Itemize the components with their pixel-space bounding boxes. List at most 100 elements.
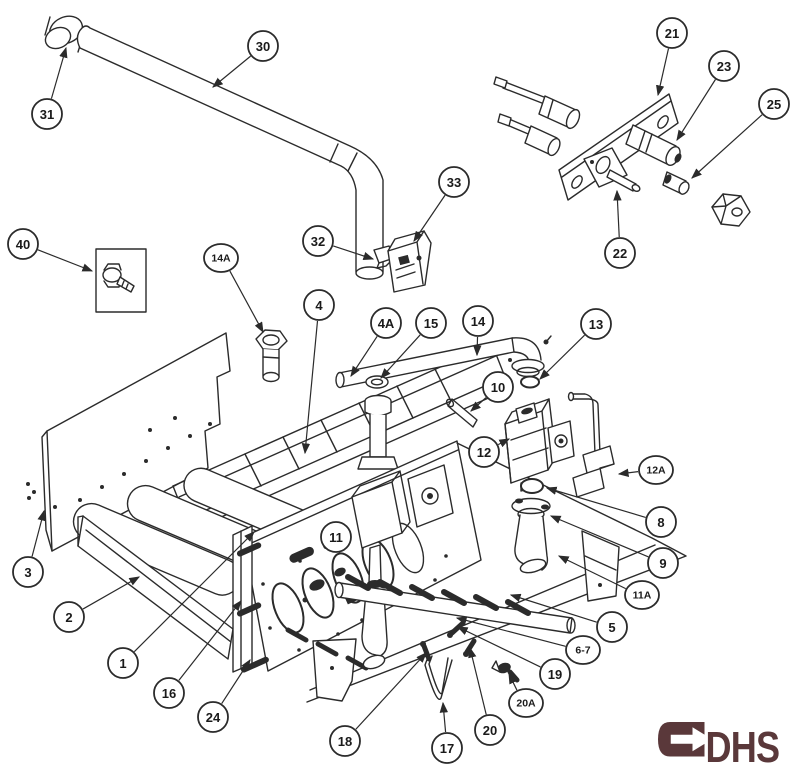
- leader-line-20: [468, 646, 487, 715]
- leader-line-2: [82, 576, 141, 610]
- callout-bubble-40: [7, 228, 39, 260]
- callout-bubble-21: [656, 17, 688, 49]
- callout-bubble-4: [303, 289, 335, 321]
- callout-label-24: 24: [206, 710, 221, 725]
- callout-bubble-17: [431, 732, 463, 764]
- leader-line-30: [212, 55, 252, 88]
- callout-label-20A: 20A: [516, 698, 536, 710]
- part-elbow-31: [44, 15, 84, 53]
- callout-label-3: 3: [24, 565, 31, 580]
- part-oring-8: [520, 478, 544, 494]
- callout-label-14: 14: [471, 314, 486, 329]
- callout-label-23: 23: [717, 59, 731, 74]
- callout-label-13: 13: [589, 317, 603, 332]
- part-venturi-9: [511, 497, 551, 574]
- callout-bubble-30: [247, 30, 279, 62]
- callout-label-14A: 14A: [211, 253, 231, 265]
- callout-label-11: 11: [329, 530, 343, 545]
- callout-24: 24: [197, 658, 251, 733]
- callout-11A: 11A: [557, 555, 660, 610]
- part-burner-valve-11: [302, 464, 454, 670]
- part-hardware-bottom: [420, 620, 520, 700]
- callout-bubble-13: [580, 308, 612, 340]
- arrow-right-badge-icon: [658, 722, 712, 757]
- leader-line-10: [470, 397, 487, 412]
- callout-bubble-11A: [624, 580, 660, 610]
- callout-30: 30: [212, 30, 279, 88]
- callout-label-20: 20: [483, 723, 497, 738]
- callout-bubble-31: [31, 98, 63, 130]
- callout-12: 12: [468, 436, 511, 468]
- callout-bubble-20: [474, 714, 506, 746]
- callout-14A: 14A: [203, 243, 264, 334]
- callout-label-40: 40: [16, 237, 30, 252]
- callout-bubble-3: [12, 556, 44, 588]
- callout-32: 32: [302, 225, 375, 261]
- leader-line-4A: [350, 336, 378, 378]
- callout-20A: 20A: [508, 672, 544, 718]
- callout-bubble-4A: [370, 307, 402, 339]
- callout-40: 40: [7, 228, 94, 272]
- leader-line-31: [50, 46, 68, 99]
- callout-label-1: 1: [119, 656, 126, 671]
- callout-bubble-10: [482, 371, 514, 403]
- part-bracket-40: [95, 248, 147, 313]
- callout-bubble-24: [197, 701, 229, 733]
- part-pipe-10: [445, 398, 478, 428]
- leader-line-24: [221, 658, 251, 704]
- callout-label-6-7: 6-7: [575, 645, 590, 657]
- part-fitting-14a: [255, 329, 288, 383]
- callout-22: 22: [604, 189, 636, 269]
- leader-line-12: [497, 438, 511, 448]
- leader-line-12A: [617, 468, 639, 477]
- callout-bubble-19: [539, 658, 571, 690]
- part-gas-valve-12: [504, 398, 575, 492]
- part-tray-2: [77, 515, 234, 660]
- leader-line-1: [133, 531, 255, 653]
- callout-20: 20: [468, 646, 506, 746]
- callout-5: 5: [509, 593, 628, 643]
- part-manifold-5: [334, 574, 576, 634]
- leader-line-23: [676, 79, 716, 142]
- leader-line-14A: [229, 270, 264, 334]
- leader-line-21: [656, 48, 670, 97]
- callout-bubble-5: [596, 611, 628, 643]
- callout-1: 1: [107, 531, 255, 679]
- leader-line-17: [439, 701, 449, 733]
- callouts-layer: 12344A56-789101111A1212A131414A151617181…: [7, 17, 790, 764]
- callout-10: 10: [470, 371, 514, 412]
- part-oring-13: [520, 375, 540, 389]
- leader-line-5: [509, 593, 597, 623]
- callout-label-15: 15: [424, 316, 438, 331]
- callout-label-16: 16: [162, 686, 176, 701]
- leader-line-16: [178, 600, 242, 681]
- callout-9: 9: [549, 515, 679, 579]
- leader-line-9: [549, 515, 649, 558]
- callout-16: 16: [153, 600, 242, 709]
- callout-label-12A: 12A: [646, 465, 666, 477]
- callout-label-8: 8: [657, 515, 664, 530]
- callout-bubble-16: [153, 677, 185, 709]
- leader-line-11A: [557, 555, 626, 590]
- leader-line-14: [473, 336, 482, 357]
- part-water-pipe-30: [76, 25, 384, 280]
- callout-18: 18: [329, 652, 427, 757]
- leader-line-20A: [508, 672, 518, 691]
- callout-33: 33: [413, 166, 470, 242]
- part-valve-33: [387, 230, 432, 293]
- callout-bubble-14: [462, 305, 494, 337]
- leader-line-13: [539, 334, 586, 380]
- callout-bubble-2: [53, 601, 85, 633]
- callout-4A: 4A: [350, 307, 402, 378]
- callout-19: 19: [456, 626, 571, 690]
- callout-bubble-6-7: [565, 635, 601, 665]
- callout-3: 3: [12, 509, 46, 588]
- callout-label-18: 18: [338, 734, 352, 749]
- logo-dhs: DHS: [658, 722, 780, 772]
- callout-4: 4: [301, 289, 335, 455]
- callout-2: 2: [53, 576, 141, 633]
- leader-line-8: [545, 486, 646, 519]
- callout-bubble-25: [758, 88, 790, 120]
- callout-bubble-12A: [638, 455, 674, 485]
